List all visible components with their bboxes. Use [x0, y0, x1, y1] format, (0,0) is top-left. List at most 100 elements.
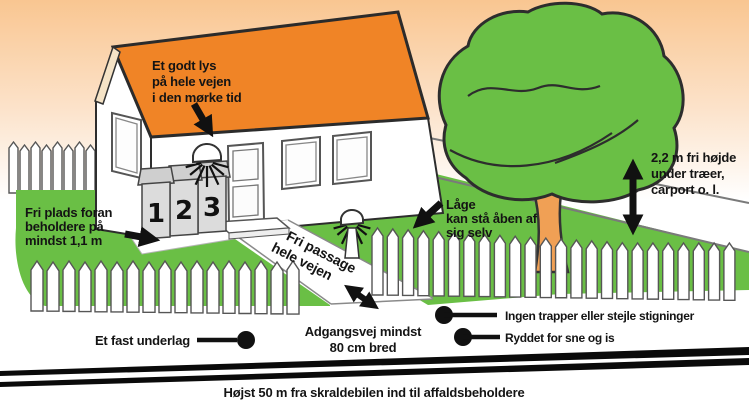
door-upper-panel — [232, 148, 259, 182]
label-good-light: Et godt lys på hele vejen i den mørke ti… — [152, 58, 242, 105]
front-fence — [30, 259, 300, 315]
callout-cleared-snow — [454, 328, 500, 346]
lamp-ray — [189, 163, 204, 176]
label-no-stairs: Ingen trapper eller stejle stigninger — [505, 309, 695, 323]
lamp-ray — [336, 225, 349, 236]
fence-picket — [19, 143, 30, 194]
svg-text:på hele vejen: på hele vejen — [152, 74, 231, 89]
lamp-dome — [191, 142, 222, 164]
label-free-space: Fri plads foran beholdere på mindst 1,1 … — [25, 205, 113, 248]
fence-picket — [46, 260, 60, 312]
fence-picket — [707, 241, 721, 301]
svg-text:Fri plads foran: Fri plads foran — [25, 205, 113, 220]
fence-picket — [570, 238, 583, 299]
fence-picket — [52, 140, 63, 194]
canopy-detail-line — [449, 132, 613, 168]
fence-picket — [206, 260, 220, 314]
fence-picket — [190, 259, 204, 314]
fence-picket — [371, 226, 384, 296]
fence-picket — [238, 260, 252, 315]
svg-text:80 cm bred: 80 cm bred — [330, 340, 397, 355]
front-window-right-pane — [336, 136, 368, 181]
fence-picket — [30, 259, 44, 312]
front-window-left-pane — [285, 141, 317, 186]
gable-window-pane — [115, 117, 138, 174]
fence-picket — [585, 239, 598, 299]
lamp-ray — [185, 161, 202, 169]
step-front — [228, 227, 290, 240]
svg-text:kan stå åben af: kan stå åben af — [446, 211, 538, 226]
path-lamp — [333, 208, 371, 259]
fence-picket — [85, 143, 96, 194]
fence-picket — [62, 259, 76, 313]
fence-picket — [94, 259, 108, 313]
fence-picket — [78, 260, 92, 313]
lamp-post — [344, 227, 360, 259]
lamp-ray — [212, 161, 229, 169]
fence-picket — [401, 228, 415, 297]
bin-body — [141, 181, 171, 240]
fence-picket — [539, 236, 552, 299]
wall-lamp — [185, 142, 229, 187]
fence-picket — [74, 140, 85, 194]
lamp-ray — [194, 165, 206, 186]
fence-picket — [447, 231, 461, 297]
bin-number: 1 — [147, 199, 165, 229]
right-fence — [371, 226, 736, 301]
fence-picket — [554, 237, 568, 299]
svg-text:under træer,: under træer, — [651, 166, 724, 181]
canopy-detail-line — [554, 119, 639, 165]
svg-text:Låge: Låge — [446, 197, 476, 212]
bin-number: 3 — [203, 193, 221, 223]
fence-picket — [222, 259, 236, 315]
label-access-width: Adgangsvej mindst 80 cm bred — [305, 324, 423, 355]
fence-picket — [509, 235, 522, 298]
svg-text:carport o. l.: carport o. l. — [651, 182, 719, 197]
svg-text:sig selv: sig selv — [446, 225, 493, 240]
tree-canopy — [437, 1, 685, 204]
lamp-dome — [339, 208, 364, 227]
fence-picket — [174, 260, 188, 314]
fence-picket — [254, 259, 268, 315]
bin-number: 2 — [175, 196, 193, 226]
waste-bins: 3 2 1 — [137, 160, 231, 240]
fence-picket — [478, 233, 491, 298]
arrow-access-width — [344, 284, 379, 310]
road-line-upper — [0, 347, 749, 376]
bin-1: 1 — [137, 166, 175, 240]
fence-picket — [30, 140, 41, 194]
svg-text:mindst 1,1 m: mindst 1,1 m — [25, 233, 102, 248]
callout-firm-surface — [197, 331, 255, 349]
svg-text:Et godt lys: Et godt lys — [152, 58, 216, 73]
fence-picket — [524, 235, 537, 298]
fence-picket — [616, 241, 629, 300]
arrow-good-light — [190, 102, 214, 138]
fence-picket — [126, 259, 140, 313]
bin-2: 2 — [165, 163, 203, 237]
tree — [437, 1, 685, 274]
label-cleared-snow: Ryddet for sne og is — [505, 331, 615, 345]
wall-lamp-rays — [185, 161, 229, 187]
road-line-lower — [0, 358, 749, 387]
svg-text:Adgangsvej mindst: Adgangsvej mindst — [305, 324, 422, 339]
fence-picket — [8, 140, 19, 194]
arrow-free-space — [124, 226, 161, 248]
caption-distance: Højst 50 m fra skraldebilen ind til affa… — [224, 385, 525, 400]
fence-picket — [386, 227, 399, 296]
canopy-detail-line — [467, 84, 601, 97]
fence-picket — [692, 241, 705, 301]
fence-picket — [41, 143, 52, 194]
svg-text:beholdere på: beholdere på — [25, 219, 104, 234]
fence-picket — [110, 260, 124, 313]
lamp-ray — [210, 163, 225, 176]
label-firm-surface: Et fast underlag — [95, 333, 190, 348]
svg-text:i den mørke tid: i den mørke tid — [152, 90, 242, 105]
door-lower-panel — [232, 184, 259, 218]
road-lines — [0, 347, 749, 387]
fence-picket — [631, 241, 644, 300]
fence-picket — [417, 229, 430, 297]
lamp-ray — [357, 223, 371, 230]
callout-dot — [237, 331, 255, 349]
fence-picket — [286, 259, 300, 315]
